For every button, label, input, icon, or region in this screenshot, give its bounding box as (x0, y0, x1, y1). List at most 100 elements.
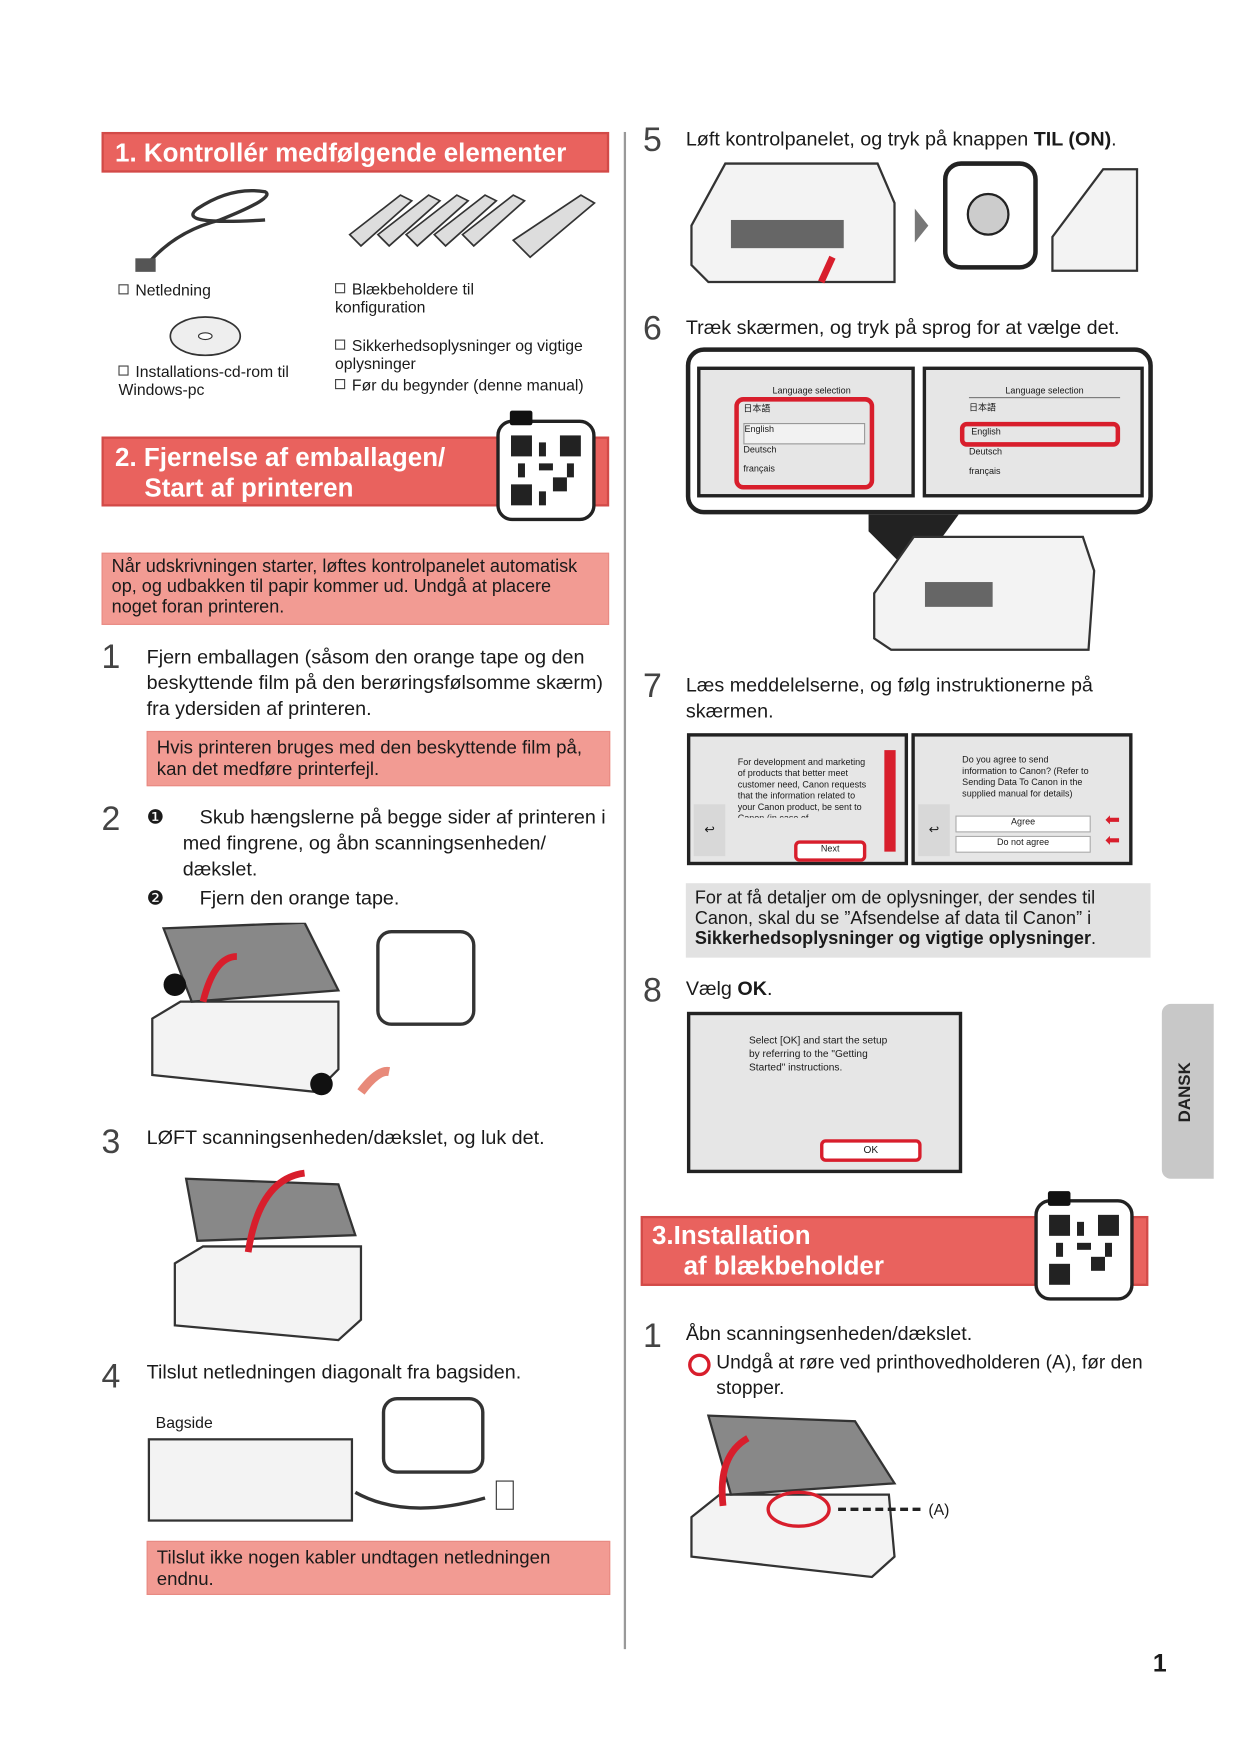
step-2-sub-2: Fjern den orange tape. (199, 886, 400, 910)
note-after: . (1090, 929, 1097, 949)
page-number: 1 (1152, 1649, 1167, 1678)
video-camera-icon (509, 410, 533, 426)
qr-code-icon (510, 435, 581, 506)
step-4-warning: Tilslut ikke nogen kabler undtagen netle… (146, 1540, 611, 1595)
language-option[interactable]: Deutsch (968, 446, 1003, 457)
language-screen-1: Language selection 日本語 English Deutsch f… (697, 366, 915, 498)
step-5-text-main: Løft kontrolpanelet, og tryk på knappen (685, 127, 1034, 151)
section-2-title-line2: Start af printeren (144, 472, 354, 502)
item-label: Installations-cd-rom til Windows-pc (118, 362, 289, 399)
step-8-text-bold: OK (737, 976, 768, 1000)
note-text: For at få detaljer om de oplysninger, de… (694, 888, 1096, 929)
language-option-selected[interactable]: English (959, 421, 1121, 447)
ink-tanks-image (344, 190, 598, 275)
step-1-warning-text: Hvis printeren bruges med den beskyttend… (156, 737, 582, 780)
screen-message: Select [OK] and start the setup by refer… (748, 1034, 888, 1073)
step-2-marker-2: ❷ (146, 886, 165, 910)
item-label: Sikkerhedsoplysninger og vigtige oplysni… (335, 336, 583, 373)
arrow-left-icon: ⬅ (1104, 811, 1121, 831)
screen-message: Do you agree to send information to Cano… (962, 754, 1089, 799)
step-number: 3 (101, 1123, 121, 1161)
section-3-title-line2: af blækbeholder (683, 1250, 884, 1281)
next-button[interactable]: Next (794, 840, 867, 862)
startup-note: Når udskrivningen starter, løftes kontro… (101, 552, 610, 625)
section-3-warning: Undgå at røre ved printhovedholderen (A)… (716, 1351, 1143, 1399)
printer-open-scanner-image (147, 921, 480, 1109)
setup-start-screen: Select [OK] and start the setup by refer… (686, 1011, 963, 1174)
printer-close-scanner-image (169, 1162, 372, 1345)
qr-code-icon (1049, 1214, 1119, 1285)
side-tab-label: DANSK (1175, 1062, 1195, 1123)
step-1-text: Fjern emballagen (såsom den orange tape … (146, 645, 604, 720)
qr-code[interactable] (496, 419, 596, 522)
step-8-text-main: Vælg (685, 976, 738, 1000)
power-cord-image (130, 186, 282, 276)
do-not-agree-button[interactable]: Do not agree (955, 835, 1091, 853)
lift-panel-power-on-image (686, 158, 1139, 293)
item-power-cord: Netledning (118, 280, 211, 299)
data-sending-screen-1: For development and marketing of product… (686, 733, 909, 866)
prohibited-icon (688, 1353, 711, 1377)
step-number: 1 (642, 1317, 662, 1355)
language-option[interactable]: Deutsch (743, 444, 777, 455)
data-sending-screen-2: Do you agree to send information to Cano… (911, 733, 1133, 866)
qr-code[interactable] (1034, 1199, 1134, 1301)
step-8-text: Vælg OK. (686, 976, 773, 1002)
agree-button[interactable]: Agree (955, 815, 1091, 833)
startup-note-text: Når udskrivningen starter, løftes kontro… (111, 557, 578, 618)
item-safety-info: Sikkerhedsoplysninger og vigtige oplysni… (335, 336, 606, 372)
step-8-after: . (767, 976, 773, 1000)
language-side-tab: DANSK (1161, 1003, 1214, 1179)
screen-title: Language selection (968, 386, 1121, 399)
checkbox[interactable] (335, 339, 346, 350)
back-button[interactable]: ↩ (918, 804, 950, 857)
step-number: 7 (642, 667, 662, 705)
scroll-arrow-icon (884, 750, 896, 852)
item-cd-rom: Installations-cd-rom til Windows-pc (118, 362, 298, 398)
language-option[interactable]: English (743, 423, 866, 445)
step-1-warning: Hvis printeren bruges med den beskyttend… (146, 730, 611, 787)
screen-message: For development and marketing of product… (737, 756, 867, 818)
language-option[interactable]: français (743, 463, 775, 474)
section-1-header: 1. Kontrollér medfølgende elementer (101, 131, 610, 173)
item-label: Blækbeholdere til konfiguration (335, 279, 474, 316)
step-2-marker-1: ❶ (146, 805, 165, 828)
language-screen-2: Language selection 日本語 English Deutsch f… (922, 366, 1144, 498)
checkbox[interactable] (118, 284, 129, 295)
column-divider (623, 131, 627, 1650)
step-5-text-after: . (1111, 127, 1117, 151)
checkbox[interactable] (118, 365, 129, 376)
back-side-label: Bagside (155, 1413, 213, 1432)
section-2-title-line1: 2. Fjernelse af emballagen/ (115, 442, 446, 472)
item-ink-tanks: Blækbeholdere til konfiguration (335, 280, 504, 316)
step-number: 4 (101, 1358, 121, 1396)
section-3-step-1-text: Åbn scanningsenheden/dækslet. (685, 1322, 973, 1345)
language-option[interactable]: 日本語 (743, 403, 771, 414)
arrow-left-icon: ⬅ (1104, 831, 1121, 851)
step-number: 2 (101, 800, 121, 839)
power-cord-connection-image (147, 1396, 519, 1526)
back-button[interactable]: ↩ (693, 804, 726, 857)
note-bold-text: Sikkerhedsoplysninger og vigtige oplysni… (694, 929, 1091, 949)
step-number: 8 (642, 972, 662, 1010)
step-number: 5 (642, 121, 662, 160)
section-3-title-line1: 3.Installation (651, 1220, 811, 1250)
step-5-text-bold: TIL (ON) (1033, 127, 1112, 151)
data-sending-note: For at få detaljer om de oplysninger, de… (685, 883, 1151, 958)
ok-button[interactable]: OK (820, 1139, 922, 1162)
step-2-sub-1: Skub hængslerne på begge sider af printe… (183, 804, 614, 882)
step-number: 6 (642, 310, 662, 348)
checkbox[interactable] (335, 283, 346, 294)
language-option[interactable]: 日本語 (968, 402, 997, 413)
checkbox[interactable] (335, 379, 346, 390)
screen-title: Language selection (772, 385, 851, 396)
step-5-text: Løft kontrolpanelet, og tryk på knappen … (686, 126, 1117, 152)
step-3-text: LØFT scanningsenheden/dækslet, og luk de… (146, 1125, 545, 1149)
step-7-text: Læs meddelelserne, og følg instruktioner… (685, 673, 1093, 722)
printhead-holder-label: (A) (928, 1500, 950, 1519)
language-option[interactable]: français (968, 465, 1001, 477)
item-label: Før du begynder (denne manual) (351, 375, 584, 394)
cd-rom-image (167, 314, 244, 359)
item-label: Netledning (135, 280, 211, 299)
step-4-warning-text: Tilslut ikke nogen kabler undtagen netle… (156, 1547, 551, 1590)
